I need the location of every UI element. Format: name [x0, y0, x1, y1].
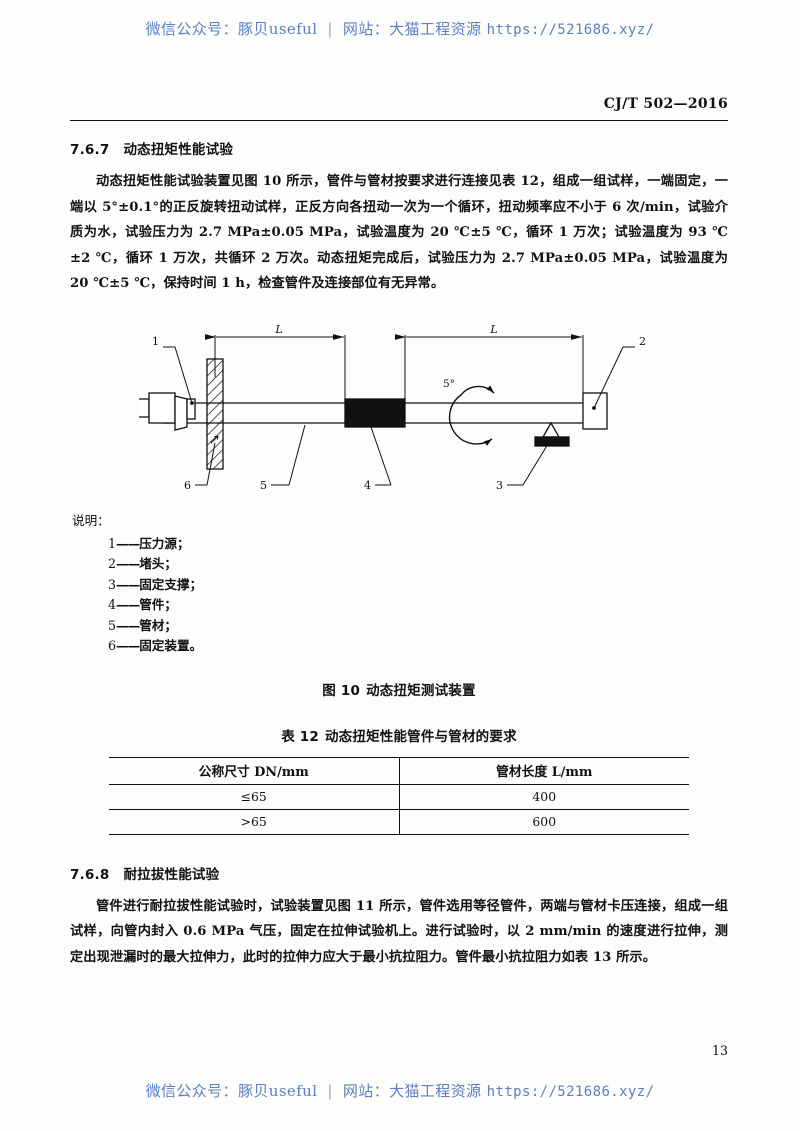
clause-title-767: 动态扭矩性能试验: [123, 142, 234, 158]
callout-4: 4: [364, 479, 371, 492]
list-item: 4——管件；: [108, 595, 728, 616]
legend-title: 说明：: [72, 512, 110, 528]
legend-text-1: 压力源；: [139, 535, 190, 551]
figure-caption: 图 10 动态扭矩测试装置: [70, 679, 728, 699]
table-caption: 表 12 动态扭矩性能管件与管材的要求: [70, 725, 728, 745]
list-item: 1——压力源；: [108, 534, 728, 555]
table-cell-length-1: 400: [532, 789, 557, 804]
watermark-site-label-bottom: 网站：: [342, 1082, 390, 1100]
legend-text-3: 固定支撑；: [139, 576, 203, 592]
table-header-row: 公称尺寸 DN/mm 管材长度 L/mm: [109, 757, 689, 784]
figure-caption-label: 图 10: [322, 682, 361, 699]
legend-index-2: 2: [108, 556, 117, 571]
callout-1: 1: [152, 335, 159, 348]
table-row: ≤65 400: [109, 784, 689, 809]
clause-paragraph-767: 动态扭矩性能试验装置见图 10 所示，管件与管材按要求进行连接见表 12，组成一…: [70, 174, 728, 291]
figure-10-diagram: L L 5° 1 2 6 5 4 3: [70, 315, 728, 505]
section-768: 7.6.8 耐拉拔性能试验 管件进行耐拉拔性能试验时，试验装置见图 11 所示，管…: [70, 863, 728, 971]
legend-text-5: 管材；: [139, 617, 177, 633]
dimension-label-right: L: [489, 323, 497, 336]
clause-title-768: 耐拉拔性能试验: [123, 866, 220, 883]
legend-dash-4: ——: [116, 597, 140, 612]
list-item: 5——管材；: [108, 616, 728, 637]
main-content: 7.6.7 动态扭矩性能试验 动态扭矩性能试验装置见图 10 所示，管件与管材按要…: [70, 138, 728, 970]
list-item: 3——固定支撑；: [108, 575, 728, 596]
header-rule: [70, 120, 728, 121]
figure-legend: 说明： 1——压力源； 2——堵头； 3——固定支撑； 4——管件； 5——管材…: [70, 511, 728, 657]
legend-text-4: 管件；: [139, 597, 177, 612]
callout-5: 5: [260, 479, 267, 492]
callout-2: 2: [639, 335, 646, 348]
rotation-angle-label: 5°: [443, 378, 455, 390]
clause-paragraph-768: 管件进行耐拉拔性能试验时，试验装置见图 11 所示，管件选用等径管件，两端与管材…: [70, 898, 728, 965]
legend-index-3: 3: [108, 576, 117, 592]
watermark-top: 微信公众号：豚贝useful | 网站：大猫工程资源 https://521686.…: [0, 18, 800, 39]
watermark-wechat-name: 豚贝useful: [237, 20, 318, 38]
watermark-wechat-label: 微信公众号：: [145, 20, 238, 38]
legend-dash-3: ——: [116, 576, 140, 592]
legend-dash-6: ——: [116, 638, 140, 653]
torque-test-apparatus-svg: L L 5° 1 2 6 5 4 3: [139, 323, 646, 492]
legend-text-2: 堵头；: [139, 556, 177, 571]
watermark-site-name: 大猫工程资源: [389, 20, 482, 38]
list-item: 2——堵头；: [108, 554, 728, 575]
watermark-bottom: 微信公众号：豚贝useful | 网站：大猫工程资源 https://521686.…: [0, 1080, 800, 1101]
clause-number-767: 7.6.7: [70, 142, 110, 158]
figure-caption-text: 动态扭矩测试装置: [366, 682, 476, 699]
table-header-dn: 公称尺寸 DN/mm: [109, 757, 400, 784]
callout-6: 6: [184, 479, 191, 492]
table-caption-label: 表 12: [281, 728, 319, 745]
watermark-url: https://521686.xyz/: [486, 22, 655, 38]
watermark-separator-bottom: |: [327, 1082, 333, 1100]
table-12-requirements: 公称尺寸 DN/mm 管材长度 L/mm ≤65 400 >65 600: [109, 757, 689, 835]
legend-index-4: 4: [108, 597, 117, 612]
clause-heading-768: 7.6.8 耐拉拔性能试验: [70, 863, 728, 883]
watermark-separator: |: [327, 20, 333, 38]
dimension-label-left: L: [274, 323, 282, 336]
table-cell-dn-2: >65: [109, 809, 400, 834]
watermark-site-name-bottom: 大猫工程资源: [389, 1082, 482, 1100]
watermark-wechat-name-bottom: 豚贝useful: [237, 1082, 318, 1100]
list-item: 6——固定装置。: [108, 636, 728, 657]
table-row: >65 600: [109, 809, 689, 834]
watermark-wechat-label-bottom: 微信公众号：: [145, 1082, 238, 1100]
table-header-length: 管材长度 L/mm: [496, 765, 593, 780]
legend-text-6: 固定装置。: [139, 638, 203, 653]
legend-index-5: 5: [108, 617, 117, 633]
legend-index-6: 6: [108, 638, 117, 653]
page-number: 13: [711, 1043, 728, 1058]
watermark-url-bottom: https://521686.xyz/: [486, 1084, 655, 1100]
table-cell-length-2: 600: [532, 814, 557, 829]
table-head: 公称尺寸 DN/mm 管材长度 L/mm: [109, 757, 689, 784]
table-cell-dn-1: ≤65: [109, 784, 400, 809]
legend-index-1: 1: [108, 535, 117, 551]
watermark-site-label: 网站：: [342, 20, 390, 38]
clause-heading-767: 7.6.7 动态扭矩性能试验: [70, 138, 728, 158]
legend-dash-2: ——: [116, 556, 140, 571]
legend-dash-1: ——: [116, 535, 140, 551]
table-body: ≤65 400 >65 600: [109, 784, 689, 834]
table-caption-text: 动态扭矩性能管件与管材的要求: [324, 728, 517, 745]
legend-dash-5: ——: [116, 617, 140, 633]
clause-number-768: 7.6.8: [70, 866, 110, 883]
legend-list: 1——压力源； 2——堵头； 3——固定支撑； 4——管件； 5——管材； 6—…: [70, 534, 728, 657]
running-header-standard-code: CJ/T 502—2016: [603, 96, 728, 112]
callout-3: 3: [496, 479, 503, 492]
